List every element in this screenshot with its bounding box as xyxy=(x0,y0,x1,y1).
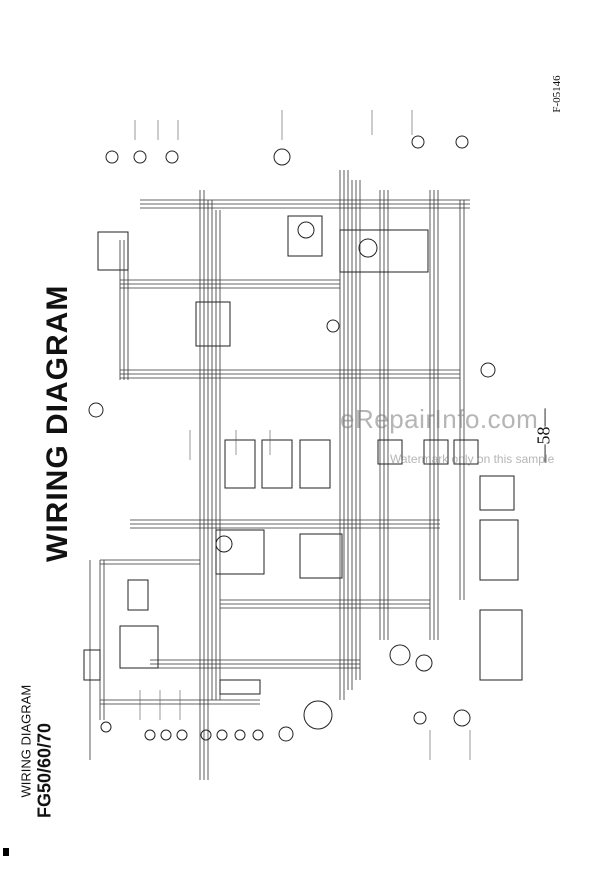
lamp-symbol xyxy=(480,362,496,378)
motor-symbol xyxy=(326,319,340,333)
relay-box xyxy=(224,439,256,489)
model-code: FG50/60/70 xyxy=(34,722,55,819)
motor-symbol xyxy=(303,700,333,730)
lamp-symbol xyxy=(411,135,425,149)
gauge-row xyxy=(144,729,264,741)
relay-box xyxy=(97,231,129,271)
corner-mark xyxy=(3,848,9,856)
motor-symbol xyxy=(358,238,378,258)
page-title: WIRING DIAGRAM xyxy=(41,284,74,562)
lamp-symbol xyxy=(165,150,179,164)
lamp-symbol xyxy=(105,150,119,164)
watermark-note: Watermark only on this sample xyxy=(390,452,555,466)
harness-bundle-horizontal xyxy=(100,199,470,705)
relay-box xyxy=(299,533,343,579)
lamp-symbol xyxy=(273,148,291,166)
harness-bundle-left xyxy=(89,240,129,760)
relay-box xyxy=(479,609,523,681)
motor-symbol xyxy=(413,711,427,725)
motor-symbol xyxy=(297,221,315,239)
connector-block xyxy=(377,439,403,465)
drawing-id: F-05146 xyxy=(551,75,563,113)
watermark-brand: eRepairInfo.com xyxy=(340,404,539,434)
motor-symbol xyxy=(415,654,433,672)
connector-block xyxy=(83,649,101,681)
motor-symbol xyxy=(215,535,233,553)
connector-block xyxy=(219,679,261,695)
header-caption: WIRING DIAGRAM xyxy=(18,684,34,798)
relay-box xyxy=(195,301,231,347)
relay-box xyxy=(479,475,515,511)
relay-box xyxy=(479,519,519,581)
relay-box xyxy=(119,625,159,669)
lamp-symbol xyxy=(88,402,104,418)
motor-symbol xyxy=(100,721,112,733)
connector-block xyxy=(423,439,449,465)
motor-symbol xyxy=(453,709,471,727)
motor-symbol xyxy=(278,726,294,742)
harness-bundle-center xyxy=(199,170,465,780)
lamp-symbol xyxy=(455,135,469,149)
connector-block xyxy=(127,579,149,611)
relay-box xyxy=(261,439,293,489)
connector-block xyxy=(453,439,479,465)
fine-print-marks xyxy=(134,110,471,760)
relay-box xyxy=(287,215,323,257)
relay-box xyxy=(215,529,265,575)
motor-symbol xyxy=(389,644,411,666)
relay-box xyxy=(339,229,429,273)
lamp-symbol xyxy=(133,150,147,164)
relay-box xyxy=(299,439,331,489)
